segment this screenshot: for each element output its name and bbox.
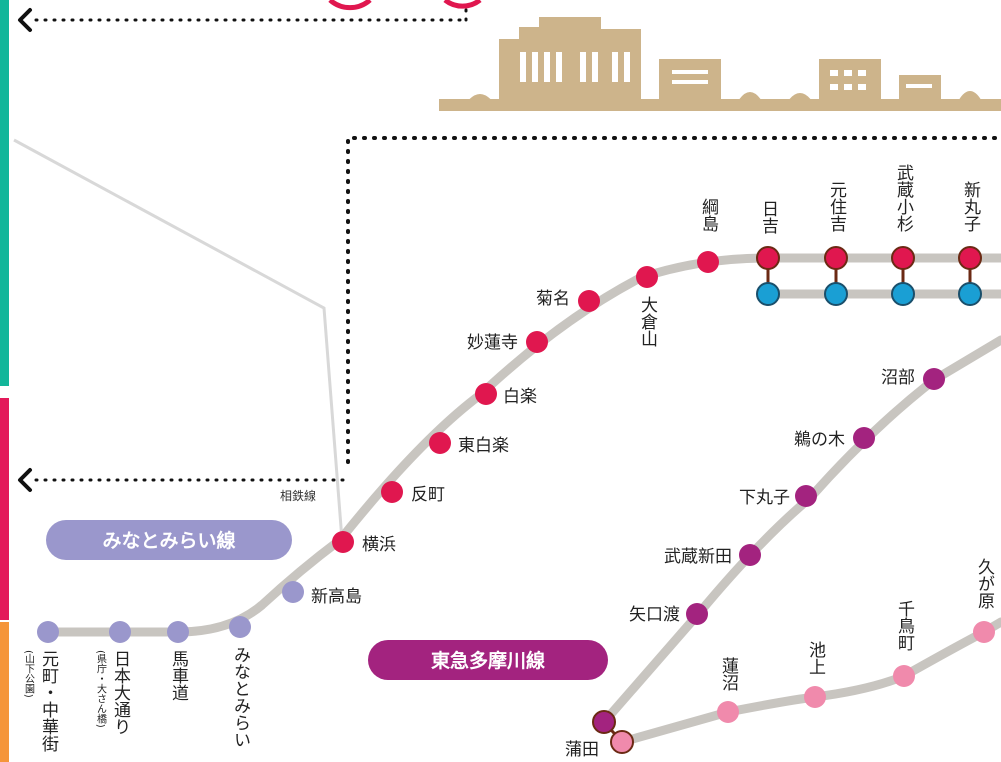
station-shin-maruko[interactable]: 新丸子 [958,181,982,306]
station-shintakashima[interactable]: 新高島 [282,581,362,607]
station-myorenji[interactable]: 妙蓮寺 [467,331,548,353]
svg-text:元住吉: 元住吉 [826,181,847,232]
svg-text:武蔵小杉: 武蔵小杉 [893,164,914,232]
sidebar-bar-red [0,398,9,620]
station-hasunuma[interactable]: 蓮沼 [717,657,739,723]
svg-text:下丸子: 下丸子 [739,488,790,508]
station-motosumiyoshi[interactable]: 元住吉 [824,181,848,306]
station-minatomirai[interactable]: みなとみらい [229,616,251,748]
station-kugahara[interactable]: 久が原 [973,558,995,643]
svg-text:沼部: 沼部 [881,368,915,388]
svg-text:白楽: 白楽 [503,387,537,407]
station-tsunashima[interactable]: 綱島 [697,198,719,273]
station-okurayama[interactable]: 大倉山 [636,266,658,347]
svg-text:綱島: 綱島 [698,198,719,233]
station-yokohama[interactable]: 横浜 [332,531,396,555]
svg-text:武蔵新田: 武蔵新田 [664,547,732,567]
station-unoki[interactable]: 鵜の木 [794,427,875,450]
sidebar-bar-green [0,0,9,386]
station-numabe[interactable]: 沼部 [881,368,945,390]
track-tamagawa [599,335,1001,727]
skyline-decoration [439,17,1001,111]
svg-text:新丸子: 新丸子 [960,181,981,232]
svg-text:久が原: 久が原 [974,558,995,609]
svg-text:馬車道: 馬車道 [168,650,189,701]
station-hakuraku[interactable]: 白楽 [475,383,537,407]
station-tammachi[interactable]: 反町 [381,481,445,505]
station-musashi-kosugi[interactable]: 武蔵小杉 [891,164,915,306]
station-musashi-nitta[interactable]: 武蔵新田 [664,544,761,567]
svg-text:妙蓮寺: 妙蓮寺 [467,333,518,353]
sotetsu-line-label: 相鉄線 [280,488,316,503]
svg-text:横浜: 横浜 [362,535,396,555]
station-nihon-odori[interactable]: 日本大通り (県庁・大さん橋) [95,621,132,735]
left-arrow-icon [18,468,32,492]
svg-text:東急多摩川線: 東急多摩川線 [431,649,545,672]
svg-text:みなとみらい線: みなとみらい線 [102,529,235,552]
svg-text:(県庁・大さん橋): (県庁・大さん橋) [95,650,107,728]
station-yaguchinowatashi[interactable]: 矢口渡 [629,603,708,625]
tamagawa-line-pill: 東急多摩川線 [368,640,608,680]
toyoko-dotted-frame [346,136,1001,464]
station-kikuna[interactable]: 菊名 [536,289,600,312]
svg-text:みなとみらい: みなとみらい [230,646,250,748]
svg-text:新高島: 新高島 [311,587,362,607]
sidebar-bar-orange [0,622,9,762]
meguro-connectors [766,258,972,294]
svg-text:(山下公園): (山下公園) [23,650,35,698]
svg-text:池上: 池上 [805,641,826,675]
station-kamata[interactable]: 蒲田 [565,710,634,760]
pointer-line-upper [13,138,344,541]
top-red-arc-2 [443,0,482,9]
svg-text:東白楽: 東白楽 [458,436,509,456]
svg-text:日吉: 日吉 [758,200,778,234]
minatomirai-line-pill: みなとみらい線 [46,520,292,560]
station-ikegami[interactable]: 池上 [804,641,826,708]
svg-text:蒲田: 蒲田 [565,740,599,760]
station-bashamichi[interactable]: 馬車道 [167,621,189,701]
svg-text:千鳥町: 千鳥町 [894,600,915,651]
svg-text:元町・中華街: 元町・中華街 [38,650,59,752]
top-red-arc-1 [328,0,372,11]
station-motomachi[interactable]: 元町・中華街 (山下公園) [23,621,60,752]
svg-text:鵜の木: 鵜の木 [794,430,845,450]
svg-text:矢口渡: 矢口渡 [629,605,680,625]
svg-text:大倉山: 大倉山 [637,296,658,347]
station-chidoricho[interactable]: 千鳥町 [893,600,915,687]
station-hiyoshi[interactable]: 日吉 [756,200,780,306]
top-left-arrow-icon [18,8,32,32]
svg-text:日本大通り: 日本大通り [110,650,131,735]
station-higashi-hakuraku[interactable]: 東白楽 [429,432,509,456]
svg-text:蓮沼: 蓮沼 [718,657,739,691]
station-shimomaruko[interactable]: 下丸子 [739,485,817,508]
svg-text:反町: 反町 [411,485,445,505]
svg-text:菊名: 菊名 [536,289,570,309]
